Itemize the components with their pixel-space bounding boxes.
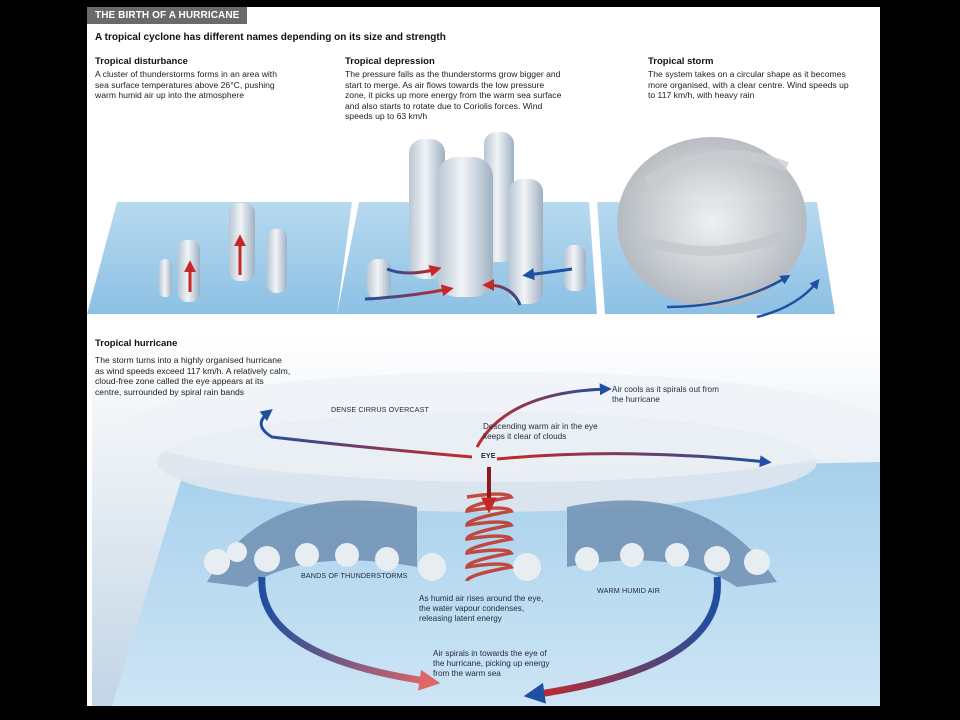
note-air-cools: Air cools as it spirals out from the hur… — [612, 385, 719, 404]
label-eye: EYE — [481, 451, 496, 460]
stage-1-title: Tropical disturbance — [95, 56, 188, 67]
outflow-arrow-top — [475, 383, 612, 448]
stage-4-description: The storm turns into a highly organised … — [95, 355, 291, 397]
storm-cloud-mass — [617, 137, 820, 319]
stage-1-description: A cluster of thunderstorms forms in an a… — [95, 69, 277, 101]
rain-bands — [204, 500, 777, 587]
outflow-arrow-right — [496, 452, 772, 468]
label-warm-humid-air: WARM HUMID AIR — [597, 586, 661, 595]
eye-spiral — [465, 467, 514, 582]
inflow-arrow-left — [258, 576, 441, 691]
disturbance-thunderstorms — [159, 203, 287, 302]
inflow-arrow-right — [523, 576, 721, 704]
note-air-spirals-in: Air spirals in towards the eye of the hu… — [433, 649, 550, 678]
stage-3-title: Tropical storm — [648, 56, 714, 67]
depression-thunderstorms — [364, 132, 586, 306]
stage-4-title: Tropical hurricane — [95, 338, 178, 349]
outflow-arrow-left — [259, 409, 473, 459]
header-title: THE BIRTH OF A HURRICANE — [87, 7, 248, 24]
stage-2-title: Tropical depression — [345, 56, 435, 67]
stage-3-description: The system takes on a circular shape as … — [648, 69, 849, 101]
label-bands-of-thunderstorms: BANDS OF THUNDERSTORMS — [301, 571, 408, 580]
diagram-graphics — [87, 132, 880, 706]
label-cirrus-overcast: DENSE CIRRUS OVERCAST — [331, 405, 429, 414]
header-subtitle: A tropical cyclone has different names d… — [95, 32, 446, 43]
note-descending-air: Descending warm air in the eye keeps it … — [483, 422, 598, 441]
stage-2-description: The pressure falls as the thunderstorms … — [345, 69, 562, 122]
note-humid-air-rises: As humid air rises around the eye, the w… — [419, 594, 544, 623]
sea-panel-disturbance — [87, 202, 352, 314]
infographic-frame: THE BIRTH OF A HURRICANE A tropical cycl… — [87, 7, 880, 706]
